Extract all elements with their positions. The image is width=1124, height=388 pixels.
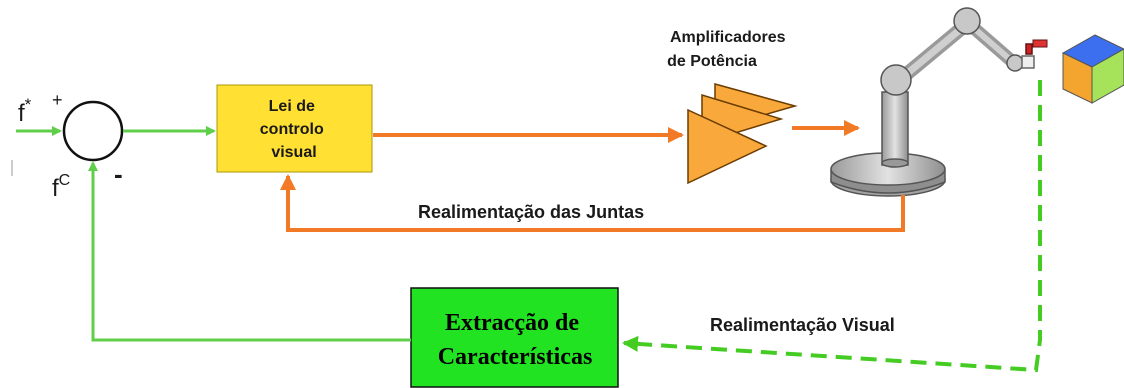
controller-label: Lei de controlo visual xyxy=(260,98,328,161)
feature-extraction-label: Extracção de Características xyxy=(438,310,593,370)
robot-arm-illustration xyxy=(830,7,1048,197)
input-sign: + xyxy=(52,90,63,110)
joint-feedback-label: Realimentação das Juntas xyxy=(418,202,644,222)
feature-extraction-block xyxy=(410,287,619,388)
feedback-signal-label: fC xyxy=(52,172,70,202)
amplifier-triangles xyxy=(687,83,798,185)
joint-feedback-path xyxy=(280,174,905,232)
visual-feedback-path xyxy=(622,80,1042,373)
target-cube-illustration xyxy=(1061,34,1124,104)
controller-block xyxy=(216,84,373,173)
visual-feedback-label: Realimentação Visual xyxy=(710,315,895,335)
summing-junction xyxy=(62,100,124,162)
amplifier-label: Amplificadores de Potência xyxy=(667,29,790,70)
input-signal-label: f* xyxy=(18,95,32,127)
feedback-sign: - xyxy=(114,159,123,189)
feature-feedback-path xyxy=(88,161,411,342)
